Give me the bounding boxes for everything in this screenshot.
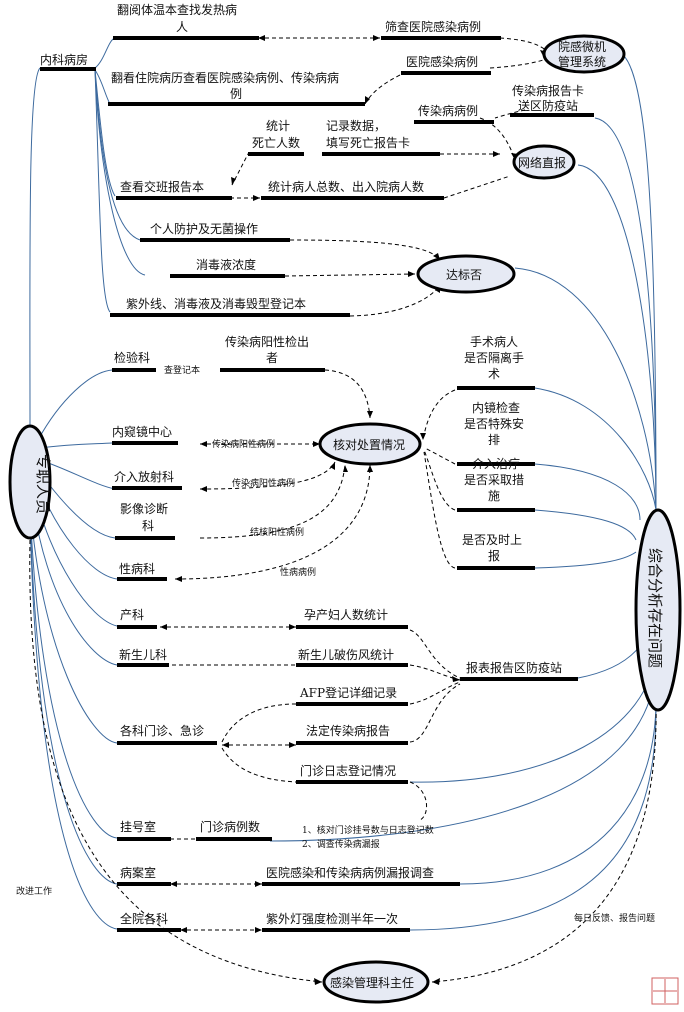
label-neijing-check-line2: 是否特殊安	[464, 416, 524, 431]
label-fanghu: 个人防护及无菌操作	[150, 221, 258, 236]
label-chanke: 产科	[120, 608, 144, 622]
label-menzhen-bingli: 门诊病例数	[200, 819, 260, 834]
label-yuangan-line1: 院感微机	[558, 39, 606, 54]
label-jilu-line1: 记录数据，	[326, 118, 386, 133]
note-gaijin: 改进工作	[16, 885, 52, 897]
label-jieru: 介入放射科	[114, 469, 174, 484]
label-ziwaideng: 紫外灯强度检测半年一次	[266, 911, 398, 926]
label-jishi-line1: 是否及时上	[462, 533, 522, 547]
label-quanyuan: 全院各科	[120, 911, 168, 926]
label-neike: 内科病房	[40, 52, 88, 67]
note-hedui-line2: 2、调查传染病漏报	[302, 838, 380, 850]
node-ellipse-zonghe	[634, 508, 682, 712]
label-poshang: 新生儿破伤风统计	[298, 647, 394, 662]
label-ziwai: 紫外线、消毒液及消毒毁型登记本	[126, 296, 306, 311]
label-yangxing-line2: 者	[266, 351, 278, 365]
label-yunchanfu: 孕产妇人数统计	[304, 607, 388, 622]
label-afp: AFP登记详细记录	[299, 685, 397, 700]
note-neijing: 传染病阳性病例	[212, 438, 275, 450]
label-yingxiang-line2: 科	[142, 519, 154, 533]
note-xingbing: 性病病例	[280, 566, 316, 578]
label-baobiao: 报表报告区防疫站	[466, 660, 562, 675]
node-ellipse-dabiao	[416, 254, 516, 294]
node-ellipse-zhuanzhi	[8, 424, 52, 540]
label-loubao: 医院感染和传染病病例漏报调查	[266, 865, 434, 880]
label-hedui: 核对处置情况	[333, 438, 405, 452]
label-jishi-line2: 报	[488, 548, 500, 563]
label-jiaoban: 查看交班报告本	[120, 179, 204, 194]
label-zhuanzhi: 专职人员	[34, 454, 52, 514]
label-zhuren: 感染管理科主任	[330, 975, 414, 990]
node-ellipse-yuangan	[542, 34, 626, 74]
note-hedui-line1: 1、核对门诊挂号数与日志登记数	[302, 824, 434, 836]
label-fanyue-line2: 人	[176, 20, 188, 34]
label-guahao: 挂号室	[120, 819, 156, 834]
label-bingan: 病案室	[120, 865, 156, 880]
label-neijing: 内窥镜中心	[112, 424, 172, 439]
seal-stamp	[651, 977, 679, 1005]
label-yuangan-line2: 管理系统	[558, 54, 606, 69]
label-tongji-bingren: 统计病人总数、出入院病人数	[268, 179, 424, 194]
label-yangxing-line1: 传染病阳性检出	[225, 334, 309, 349]
label-fanyue-line1: 翻阅体温本查找发热病	[117, 2, 237, 17]
label-neijing-check-line3: 排	[488, 433, 500, 447]
node-ellipse-hedui	[318, 422, 422, 466]
label-fankan-line1: 翻看住院病历查看医院感染病例、传染病病	[111, 70, 339, 85]
labels: 内科病房 翻阅体温本查找发热病 人 筛查医院感染病例 院感微机 管理系统 翻看住…	[16, 2, 664, 990]
label-chuanran-bingli: 传染病病例	[418, 103, 478, 118]
note-jieru: 传染病阳性病例	[232, 477, 295, 489]
label-xiaodu: 消毒液浓度	[196, 257, 256, 272]
node-ellipse-zhuren	[322, 960, 430, 1004]
label-neijing-check-line1: 内镜检查	[472, 400, 520, 415]
label-baogaoka-line2: 送区防疫站	[518, 98, 578, 113]
note-meiri: 每日反馈、报告问题	[574, 912, 655, 924]
label-jieru-check-line2: 是否采取措	[464, 473, 524, 487]
label-zonghe: 综合分析存在问题	[646, 548, 664, 668]
label-xingbing: 性病科	[119, 561, 155, 576]
node-ellipse-wangluo	[512, 144, 576, 180]
label-shoushu-line2: 是否隔离手	[464, 350, 524, 365]
node-bars	[40, 36, 594, 932]
label-dabiao: 达标否	[446, 268, 482, 282]
label-shoushu-line3: 术	[488, 367, 500, 381]
label-jieru-check-line1: 介入治疗	[472, 457, 520, 471]
label-tongji-siwang-line1: 统计	[266, 119, 290, 133]
label-shoushu-line1: 手术病人	[470, 334, 518, 349]
label-fankan-line2: 例	[230, 87, 242, 101]
note-chadengji: 查登记本	[164, 364, 200, 376]
label-shaicha: 筛查医院感染病例	[385, 19, 481, 34]
label-rizhi: 门诊日志登记情况	[300, 763, 396, 778]
label-fading: 法定传染病报告	[306, 723, 390, 738]
note-yingxiang: 结核阳性病例	[250, 526, 304, 538]
label-jianyan: 检验科	[114, 350, 150, 365]
dashed-connectors	[29, 37, 657, 983]
label-yiyuan-bingli: 医院感染病例	[406, 54, 478, 69]
label-baogaoka-line1: 传染病报告卡	[512, 83, 584, 98]
label-xinsheng: 新生儿科	[119, 647, 167, 662]
label-jilu-line2: 填写死亡报告卡	[326, 135, 410, 150]
label-jieru-check-line3: 施	[488, 489, 500, 503]
label-tongji-siwang-line2: 死亡人数	[252, 135, 300, 150]
label-menzhen: 各科门诊、急诊	[120, 723, 204, 738]
label-yingxiang-line1: 影像诊断	[120, 501, 168, 516]
label-wangluo: 网络直报	[518, 155, 566, 170]
